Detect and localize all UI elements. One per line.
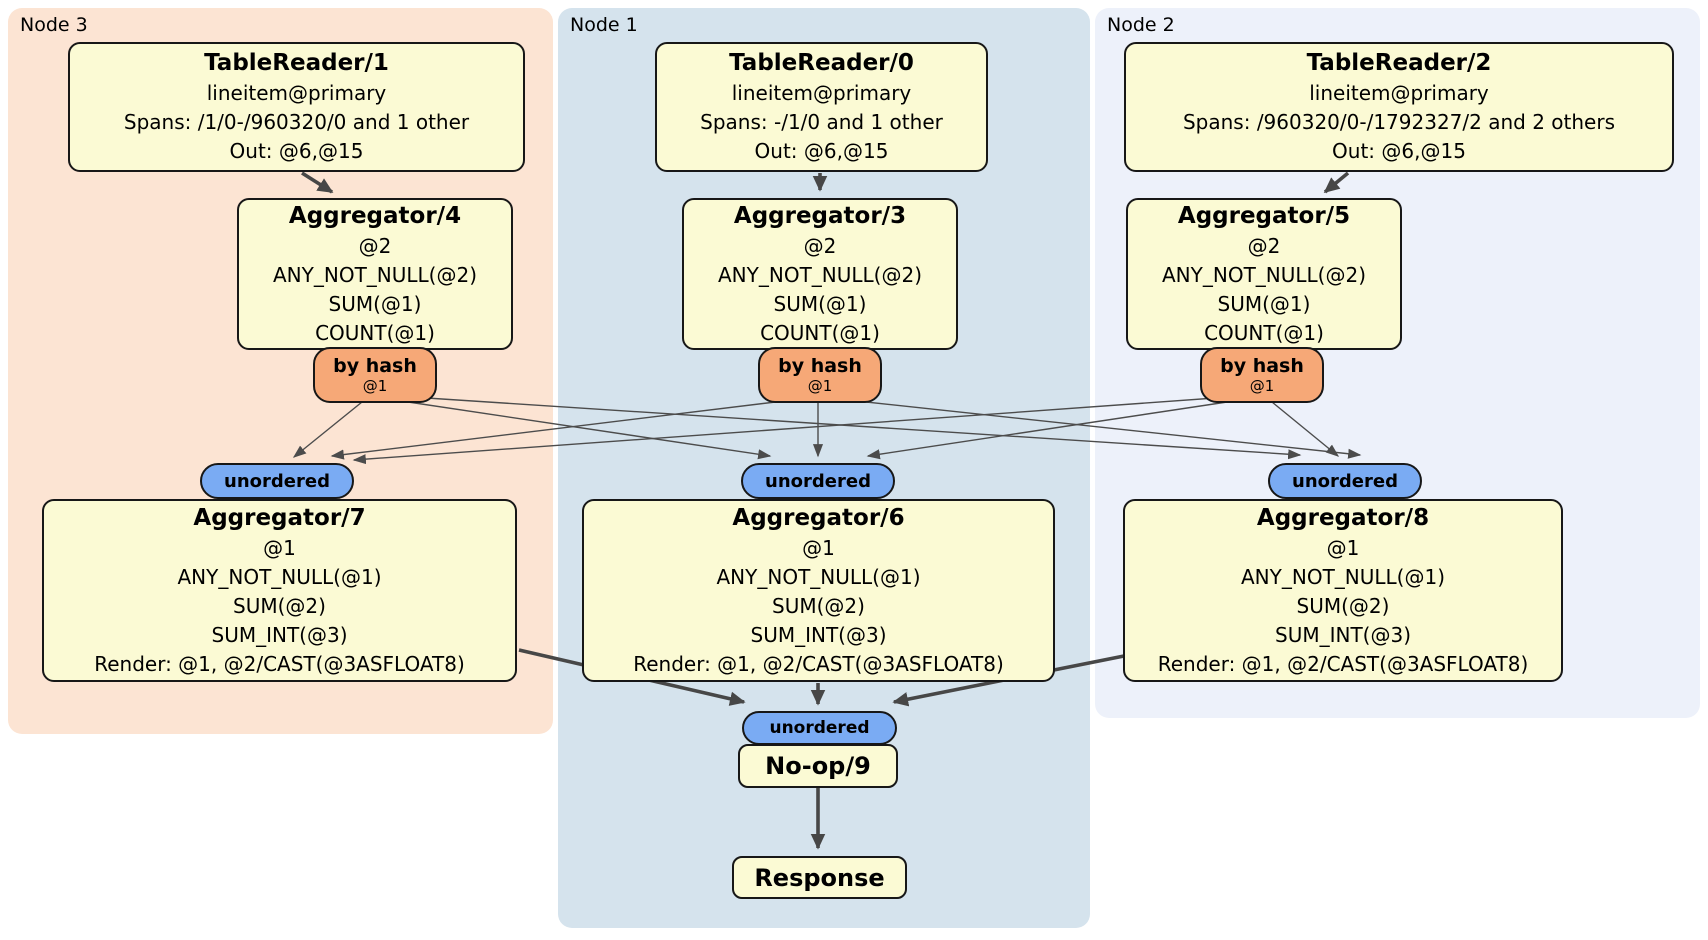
router-by-hash-node2: by hash @1 (1200, 347, 1324, 403)
node-detail: SUM(@1) (328, 291, 422, 316)
edge-router4-sync6 (387, 398, 772, 460)
node-title: TableReader/1 (204, 50, 389, 76)
sync-label: unordered (765, 470, 871, 492)
node-detail: Render: @1, @2/CAST(@3ASFLOAT8) (94, 651, 465, 676)
node-detail: ANY_NOT_NULL(@1) (177, 564, 382, 589)
node-detail: Spans: /960320/0-/1792327/2 and 2 others (1182, 110, 1615, 134)
node-detail: ANY_NOT_NULL(@1) (1241, 564, 1445, 589)
router-detail: @1 (1249, 377, 1275, 395)
plan-node-aggregator-3: Aggregator/3 @2 ANY_NOT_NULL(@2) SUM(@1)… (682, 198, 958, 350)
plan-node-aggregator-6: Aggregator/6 @1 ANY_NOT_NULL(@1) SUM(@2)… (582, 499, 1055, 682)
edge-tr2-agg5 (1323, 171, 1350, 194)
node-detail: Spans: -/1/0 and 1 other (700, 110, 943, 134)
edge-router3-sync7 (330, 398, 801, 460)
node-title: Aggregator/4 (288, 202, 462, 229)
node-detail: @1 (1326, 535, 1360, 560)
router-by-hash-node3: by hash @1 (313, 347, 437, 403)
node-detail: COUNT(@1) (760, 320, 880, 345)
router-label: by hash (778, 355, 862, 377)
plan-node-noop-9: No-op/9 (738, 744, 898, 788)
plan-node-tablereader-0: TableReader/0 lineitem@primary Spans: -/… (655, 42, 988, 172)
node-detail: Spans: /1/0-/960320/0 and 1 other (123, 110, 470, 134)
node-detail: @1 (263, 535, 296, 560)
edge-router5-sync6 (866, 398, 1248, 460)
node-detail: ANY_NOT_NULL(@2) (273, 262, 477, 287)
plan-node-response: Response (732, 856, 907, 899)
node-detail: COUNT(@1) (1204, 320, 1324, 345)
node-detail: ANY_NOT_NULL(@2) (1162, 262, 1366, 287)
sync-unordered-node3: unordered (200, 463, 354, 499)
node3-label: Node 3 (20, 14, 88, 36)
node-title: Aggregator/6 (732, 504, 905, 531)
node-detail: ANY_NOT_NULL(@1) (716, 564, 921, 589)
sync-label: unordered (224, 470, 330, 492)
edge-router5-sync8 (1271, 401, 1340, 457)
node-detail: SUM(@2) (772, 593, 865, 618)
node2-label: Node 2 (1107, 14, 1175, 36)
sync-label: unordered (769, 718, 870, 738)
node-detail: Out: @6,@15 (1332, 139, 1466, 163)
sync-unordered-node1: unordered (741, 463, 895, 499)
node-detail: ANY_NOT_NULL(@2) (718, 262, 922, 287)
plan-node-tablereader-2: TableReader/2 lineitem@primary Spans: /9… (1124, 42, 1674, 172)
node-title: Aggregator/8 (1256, 504, 1430, 531)
node-title: Aggregator/3 (733, 202, 907, 229)
node-title: TableReader/0 (729, 50, 914, 76)
node1-label: Node 1 (570, 14, 638, 36)
node-detail: SUM_INT(@3) (1275, 622, 1411, 647)
node-detail: @1 (802, 535, 835, 560)
node-title: Response (754, 863, 885, 892)
node-detail: Render: @1, @2/CAST(@3ASFLOAT8) (1157, 651, 1529, 676)
node-detail: Render: @1, @2/CAST(@3ASFLOAT8) (633, 651, 1004, 676)
edge-router4-sync7 (292, 401, 363, 458)
edge-router3-sync8 (837, 398, 1362, 459)
plan-node-aggregator-8: Aggregator/8 @1 ANY_NOT_NULL(@1) SUM(@2)… (1123, 499, 1563, 682)
node-detail: COUNT(@1) (315, 320, 435, 345)
node-detail: Out: @6,@15 (229, 139, 364, 163)
plan-node-tablereader-1: TableReader/1 lineitem@primary Spans: /1… (68, 42, 525, 172)
node-detail: lineitem@primary (206, 81, 387, 105)
node-title: Aggregator/5 (1177, 202, 1351, 229)
node-detail: @2 (803, 233, 837, 258)
node-detail: lineitem@primary (731, 81, 912, 105)
router-label: by hash (333, 355, 417, 377)
node-detail: SUM_INT(@3) (211, 622, 348, 647)
node-detail: SUM(@2) (1296, 593, 1390, 618)
node-title: Aggregator/7 (193, 504, 366, 531)
plan-node-aggregator-7: Aggregator/7 @1 ANY_NOT_NULL(@1) SUM(@2)… (42, 499, 517, 682)
router-label: by hash (1220, 355, 1304, 377)
node-title: TableReader/2 (1306, 50, 1492, 76)
router-detail: @1 (807, 377, 833, 395)
node-detail: SUM_INT(@3) (750, 622, 887, 647)
sync-unordered-final: unordered (742, 711, 897, 745)
node-detail: lineitem@primary (1309, 81, 1489, 105)
node-detail: Out: @6,@15 (754, 139, 889, 163)
router-by-hash-node1: by hash @1 (758, 347, 882, 403)
sync-unordered-node2: unordered (1268, 463, 1422, 499)
node-detail: @2 (358, 233, 392, 258)
node-detail: SUM(@2) (233, 593, 326, 618)
plan-node-aggregator-5: Aggregator/5 @2 ANY_NOT_NULL(@2) SUM(@1)… (1126, 198, 1402, 350)
router-detail: @1 (362, 377, 388, 395)
sync-label: unordered (1292, 470, 1398, 492)
node-detail: SUM(@1) (1217, 291, 1311, 316)
plan-node-aggregator-4: Aggregator/4 @2 ANY_NOT_NULL(@2) SUM(@1)… (237, 198, 513, 350)
node-detail: SUM(@1) (773, 291, 867, 316)
node-detail: @2 (1247, 233, 1281, 258)
node-title: No-op/9 (765, 752, 871, 780)
edge-tr1-agg4 (301, 171, 334, 194)
edge-router4-sync8 (395, 395, 1302, 460)
edge-router5-sync7 (352, 395, 1244, 465)
